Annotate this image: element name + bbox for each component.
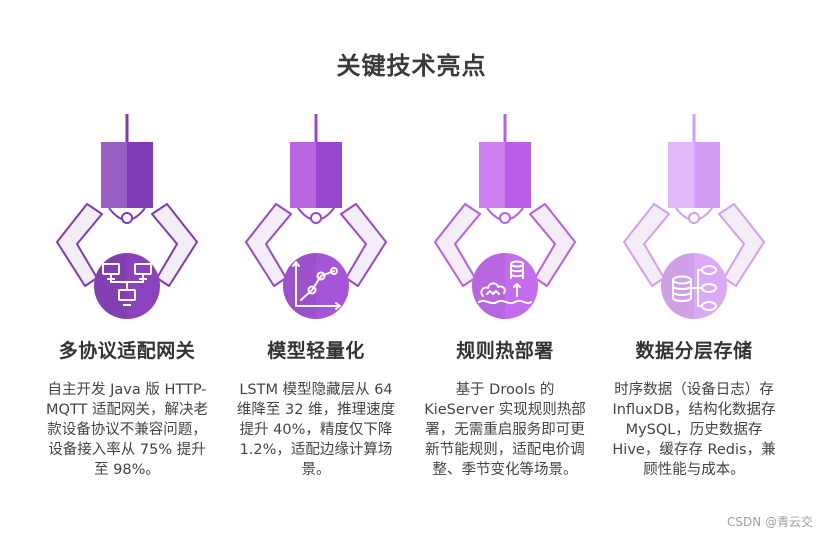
server-cloud-icon xyxy=(478,260,532,305)
page-title: 关键技术亮点 xyxy=(336,52,487,80)
network-icon xyxy=(102,263,152,306)
claw-hinge-pin xyxy=(499,212,511,224)
claw-body-right xyxy=(694,142,720,208)
card-description: LSTM 模型隐藏层从 64 维降至 32 维，推理速度提升 40%，精度仅下降… xyxy=(236,382,396,478)
claw-left-arm xyxy=(56,203,103,287)
claw-hinge-pin xyxy=(688,212,700,224)
claw-right-arm xyxy=(340,203,387,287)
watermark: CSDN @青云交 xyxy=(726,515,813,529)
claw-body-right xyxy=(316,142,342,208)
claw-body-left xyxy=(101,142,127,208)
claw-left-arm xyxy=(245,203,292,287)
claw-body-right xyxy=(127,142,153,208)
claw-body-right xyxy=(505,142,531,208)
claw-orb-shade xyxy=(283,253,316,319)
card-title: 模型轻量化 xyxy=(267,340,365,362)
card-hot-deploy: 规则热部署 基于 Drools 的 KieServer 实现规则热部署，无需重启… xyxy=(424,110,586,510)
database-icon xyxy=(672,265,717,311)
highlights-row: 多协议适配网关 自主开发 Java 版 HTTP-MQTT 适配网关，解决老款设… xyxy=(0,110,823,510)
card-protocol-gateway: 多协议适配网关 自主开发 Java 版 HTTP-MQTT 适配网关，解决老款设… xyxy=(46,110,208,510)
card-description: 自主开发 Java 版 HTTP-MQTT 适配网关，解决老款设备协议不兼容问题… xyxy=(46,382,208,478)
line-chart-icon xyxy=(292,261,341,310)
card-model-lightweight: 模型轻量化 LSTM 模型隐藏层从 64 维降至 32 维，推理速度提升 40%… xyxy=(236,110,396,510)
claw-left-arm xyxy=(623,203,670,287)
claw-body-left xyxy=(479,142,505,208)
claw-body-left xyxy=(668,142,694,208)
claw-right-arm xyxy=(151,203,198,287)
card-description: 基于 Drools 的 KieServer 实现规则热部署，无需重启服务即可更新… xyxy=(424,382,586,478)
claw-orb-shade xyxy=(661,253,694,319)
claw-hinge-pin xyxy=(121,212,133,224)
claw-right-arm xyxy=(529,203,576,287)
claw-right-arm xyxy=(718,203,765,287)
card-tiered-storage: 数据分层存储 时序数据（设备日志）存 InfluxDB，结构化数据存 MySQL… xyxy=(612,110,776,510)
card-title: 数据分层存储 xyxy=(635,340,753,362)
claw-body-left xyxy=(290,142,316,208)
card-title: 多协议适配网关 xyxy=(58,340,196,362)
claw-hinge-pin xyxy=(310,212,322,224)
claw-left-arm xyxy=(434,203,481,287)
card-title: 规则热部署 xyxy=(456,340,554,362)
card-description: 时序数据（设备日志）存 InfluxDB，结构化数据存 MySQL，历史数据存 … xyxy=(612,382,776,478)
